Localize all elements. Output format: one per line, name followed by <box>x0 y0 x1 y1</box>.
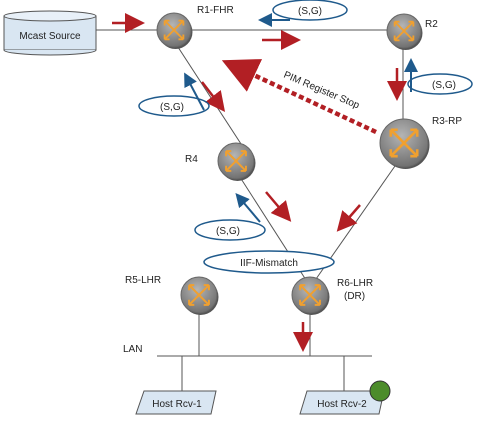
sg-callout-r2: (S,G) <box>404 58 473 95</box>
sg-callout-r6: (S,G) <box>194 192 266 241</box>
r2-router-icon <box>386 13 423 50</box>
r3-router-icon <box>379 118 430 169</box>
routers <box>156 12 430 315</box>
lan-label: LAN <box>123 344 142 355</box>
r5-label: R5-LHR <box>125 275 161 286</box>
r6-dr-label: (DR) <box>344 291 365 302</box>
receiver-status-indicator <box>369 380 391 402</box>
host-rcv-1: Host Rcv-1 <box>135 390 217 415</box>
host2-label: Host Rcv-2 <box>317 399 367 410</box>
r6-label: R6-LHR <box>337 278 373 289</box>
arrow-r3-r6 <box>336 204 361 232</box>
multicast-source-icon: Mcast Source <box>3 10 97 56</box>
r1-router-icon <box>156 12 193 49</box>
r6-router-icon <box>291 276 330 315</box>
register-stop-arrow <box>221 59 377 135</box>
sg-label-r6: (S,G) <box>216 226 240 237</box>
r4-label: R4 <box>185 154 198 165</box>
sg-state-callouts: (S,G) (S,G) (S,G) (S,G) IIF-Mismatch <box>138 0 473 274</box>
sg-label-r1: (S,G) <box>298 6 322 17</box>
r2-label: R2 <box>425 19 438 30</box>
sg-label-r2: (S,G) <box>432 80 456 91</box>
r3-label: R3-RP <box>432 116 462 127</box>
host1-label: Host Rcv-1 <box>152 399 202 410</box>
traffic-arrows <box>112 13 407 352</box>
link-r1-r4 <box>175 43 244 148</box>
r1-label: R1-FHR <box>197 5 234 16</box>
host-rcv-2: Host Rcv-2 <box>299 380 391 415</box>
iif-mismatch-label: IIF-Mismatch <box>240 258 298 269</box>
arrow-r4-r6 <box>265 191 292 222</box>
iif-mismatch-callout: IIF-Mismatch <box>203 250 335 274</box>
sg-callout-r1: (S,G) <box>258 0 348 27</box>
sg-callout-r4: (S,G) <box>138 72 210 117</box>
source-label: Mcast Source <box>19 31 81 42</box>
r4-router-icon <box>217 142 256 181</box>
arrow-r1-r4 <box>201 81 226 112</box>
sg-label-r4: (S,G) <box>160 102 184 113</box>
r5-router-icon <box>180 276 219 315</box>
